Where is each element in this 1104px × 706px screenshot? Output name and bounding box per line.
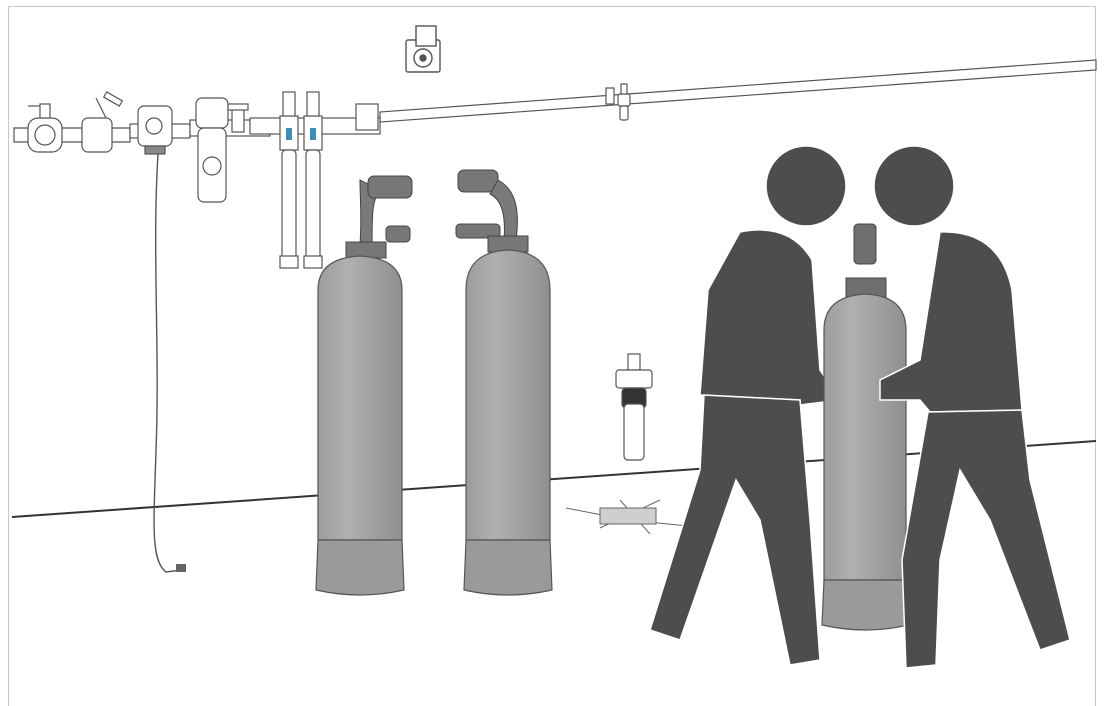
cylinder-3-icon xyxy=(822,224,908,630)
packaging-debris-icon xyxy=(566,500,688,534)
cylinder-2-icon xyxy=(456,170,552,595)
filter-cartridge-icon xyxy=(616,354,652,460)
main-pipe xyxy=(380,60,1096,122)
person-left-icon xyxy=(650,146,846,665)
cable-icon xyxy=(154,154,182,572)
cylinder-1-icon xyxy=(316,176,412,595)
filter-icon xyxy=(190,98,270,202)
socket-icon xyxy=(406,26,440,72)
water-meter-icon xyxy=(14,92,130,152)
pressure-reducer-icon xyxy=(130,106,190,154)
tap-icon xyxy=(618,84,630,120)
